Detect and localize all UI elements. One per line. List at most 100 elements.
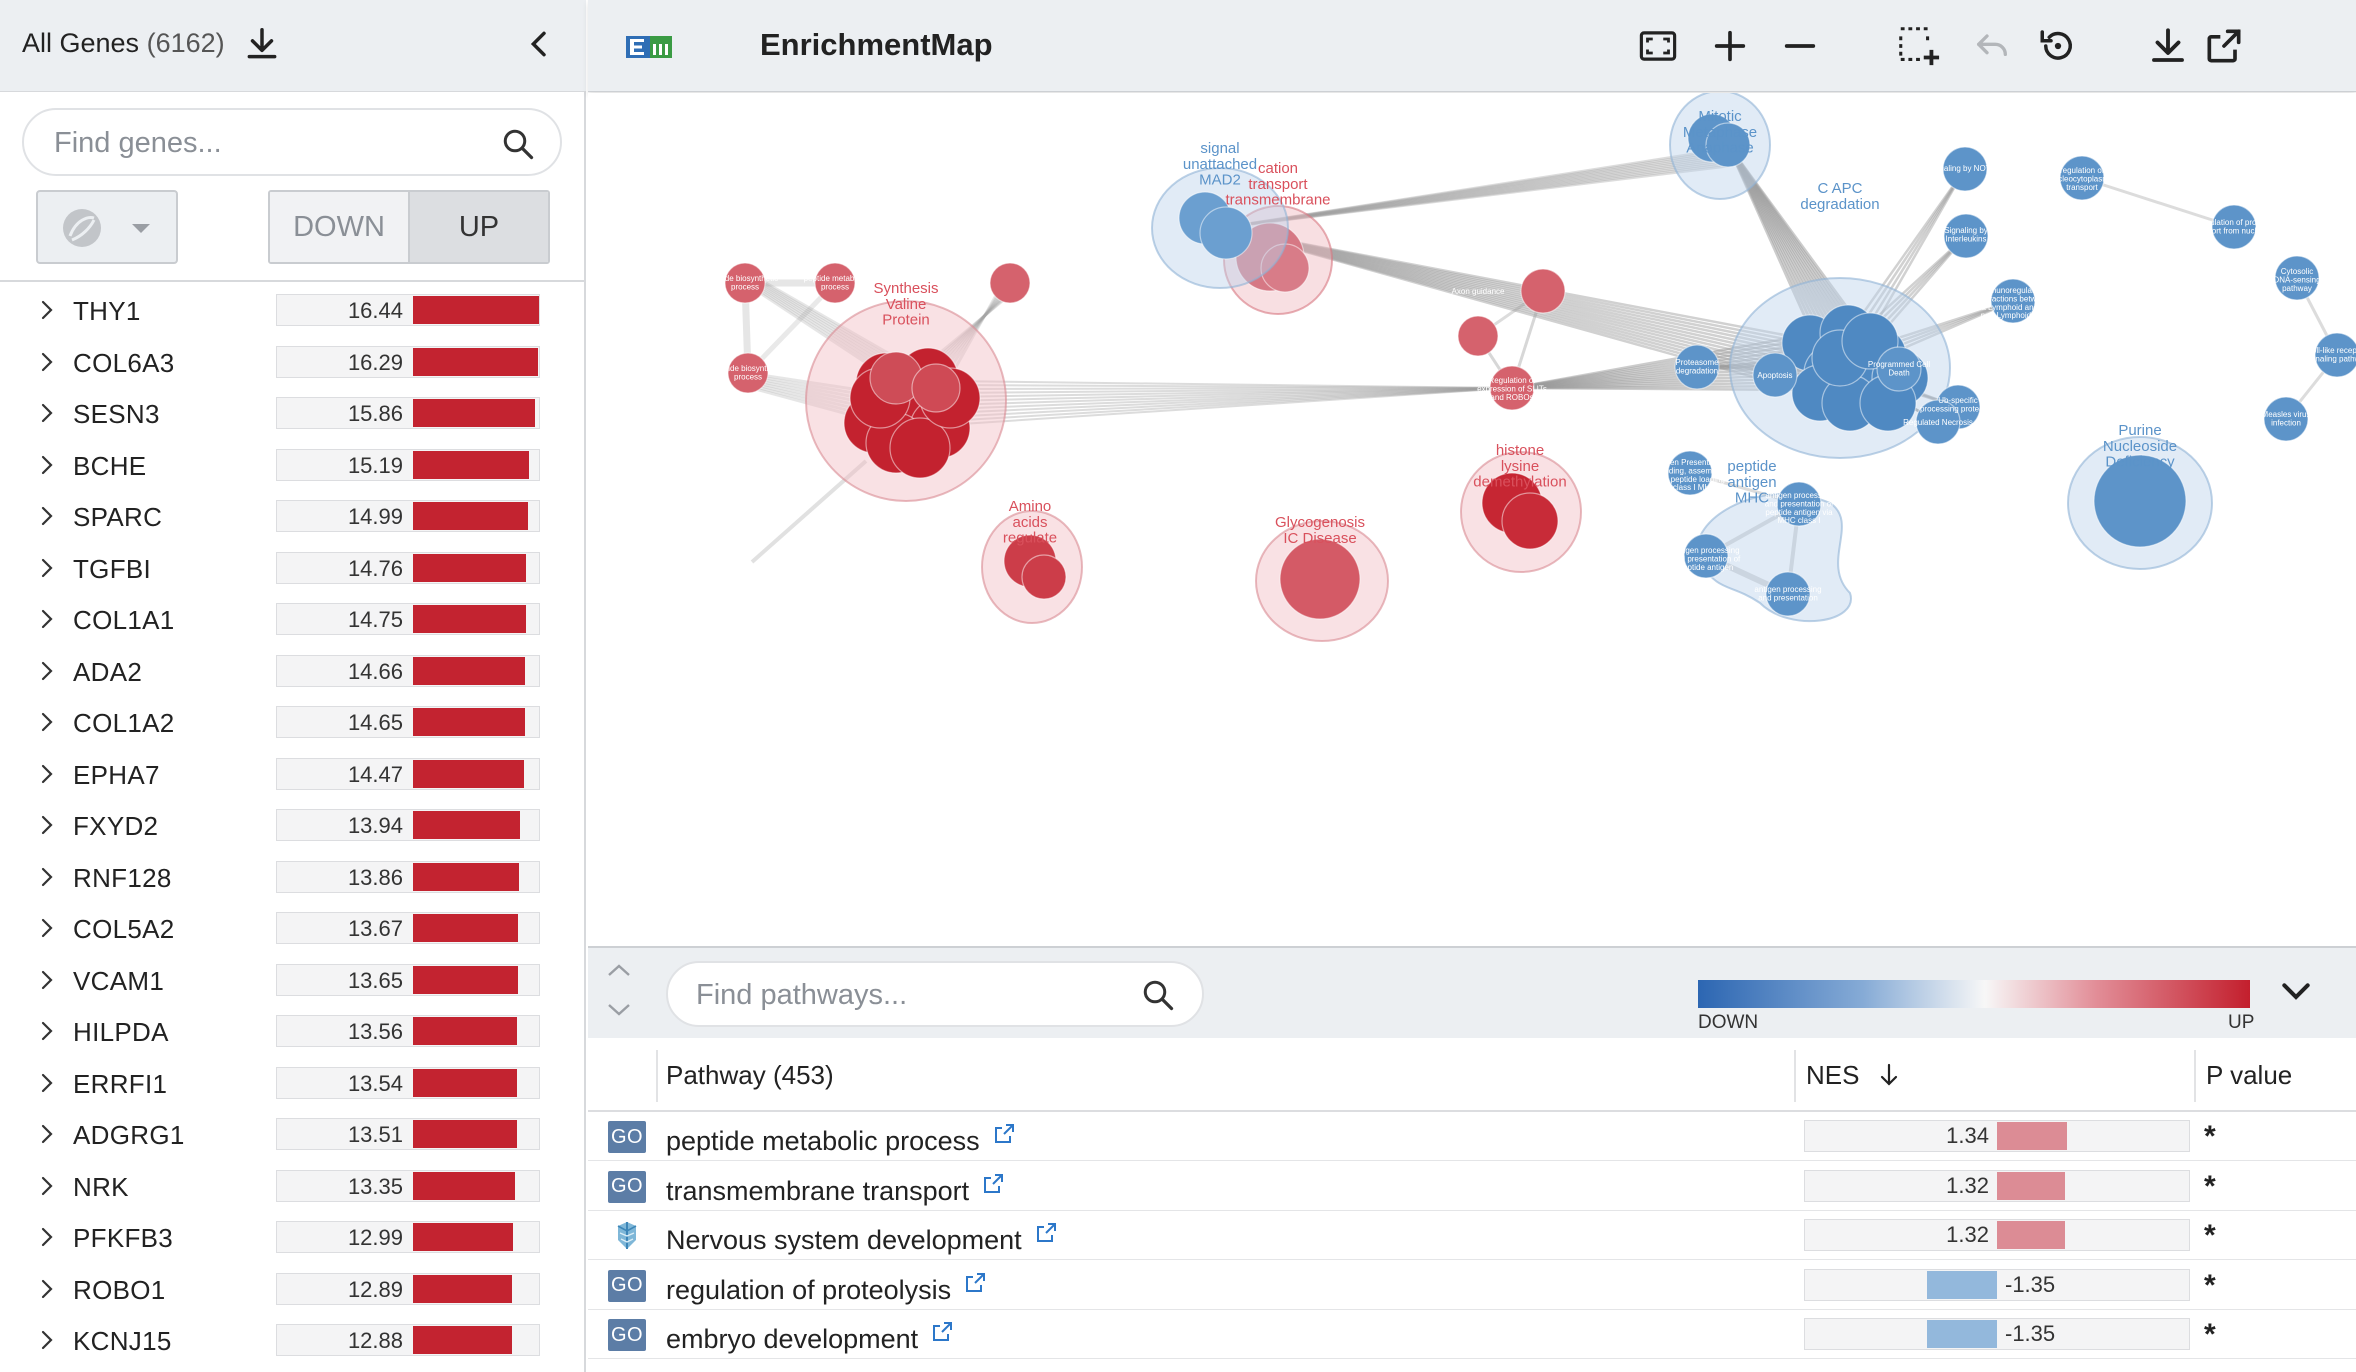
chevron-right-icon[interactable] xyxy=(36,606,58,632)
network-node[interactable] xyxy=(1915,399,1961,445)
pathway-name[interactable]: Nervous system development xyxy=(666,1221,1058,1256)
chevron-right-icon[interactable] xyxy=(36,1121,58,1147)
chevron-right-icon[interactable] xyxy=(36,1018,58,1044)
network-node[interactable] xyxy=(1520,268,1566,314)
restore-icon[interactable] xyxy=(2034,22,2082,70)
box-select-icon[interactable] xyxy=(1894,22,1942,70)
chevron-right-icon[interactable] xyxy=(36,967,58,993)
pathway-search-box[interactable] xyxy=(666,961,1204,1027)
network-node[interactable] xyxy=(1489,365,1535,411)
network-node[interactable] xyxy=(814,262,856,304)
chevron-right-icon[interactable] xyxy=(36,1224,58,1250)
network-node[interactable] xyxy=(2093,454,2187,548)
network-node[interactable] xyxy=(1776,481,1822,527)
zoom-in-icon[interactable] xyxy=(1706,22,1754,70)
network-node[interactable] xyxy=(1752,352,1798,398)
network-node[interactable] xyxy=(1457,315,1499,357)
network-node[interactable] xyxy=(989,262,1031,304)
search-icon[interactable] xyxy=(500,126,536,167)
download-icon[interactable] xyxy=(2144,22,2192,70)
gene-search-box[interactable] xyxy=(22,108,562,176)
network-node[interactable] xyxy=(727,352,769,394)
external-link-icon[interactable] xyxy=(981,1172,1005,1196)
chevron-right-icon[interactable] xyxy=(36,915,58,941)
chevron-right-icon[interactable] xyxy=(36,297,58,323)
chevron-right-icon[interactable] xyxy=(36,555,58,581)
chevron-right-icon[interactable] xyxy=(36,658,58,684)
network-node[interactable] xyxy=(1501,492,1559,550)
fit-screen-icon[interactable] xyxy=(1634,22,1682,70)
network-node[interactable] xyxy=(1705,122,1751,168)
pathway-name[interactable]: peptide metabolic process xyxy=(666,1122,1016,1157)
pathway-column-header[interactable]: Pathway (453) xyxy=(666,1060,834,1090)
nes-column-header[interactable]: NES xyxy=(1806,1060,1901,1091)
network-node[interactable] xyxy=(2263,396,2309,442)
chevron-right-icon[interactable] xyxy=(36,452,58,478)
network-node[interactable] xyxy=(1942,146,1988,192)
collapse-table-icon[interactable] xyxy=(2276,972,2316,1012)
zoom-out-icon[interactable] xyxy=(1776,22,1824,70)
network-node[interactable] xyxy=(889,417,951,479)
chevron-right-icon[interactable] xyxy=(36,1327,58,1353)
cluster-region[interactable] xyxy=(1696,492,1852,623)
pathway-name[interactable]: transmembrane transport xyxy=(666,1172,1005,1207)
network-node[interactable] xyxy=(1990,278,2036,324)
chevron-right-icon[interactable] xyxy=(36,1276,58,1302)
chevron-right-icon[interactable] xyxy=(36,1070,58,1096)
network-node[interactable] xyxy=(724,262,766,304)
download-genes-icon[interactable] xyxy=(240,22,284,66)
undo-icon[interactable] xyxy=(1968,22,2016,70)
pathway-search-input[interactable] xyxy=(696,975,1126,1015)
toggle-down-button[interactable]: DOWN xyxy=(270,192,408,262)
network-node[interactable] xyxy=(911,363,961,413)
external-link-icon[interactable] xyxy=(930,1320,954,1344)
network-node[interactable] xyxy=(2211,204,2257,250)
direction-toggle[interactable]: DOWN UP xyxy=(268,190,550,264)
network-node[interactable] xyxy=(2274,255,2320,301)
chevron-right-icon[interactable] xyxy=(36,349,58,375)
external-link-icon[interactable] xyxy=(992,1122,1016,1146)
network-node[interactable] xyxy=(1876,346,1922,392)
chevron-right-icon[interactable] xyxy=(36,864,58,890)
network-node[interactable] xyxy=(2059,155,2105,201)
network-node[interactable] xyxy=(1279,538,1361,620)
network-node[interactable] xyxy=(1943,213,1989,259)
gene-search-input[interactable] xyxy=(54,122,494,164)
network-node[interactable] xyxy=(2314,332,2356,378)
chevron-right-icon[interactable] xyxy=(36,761,58,787)
network-node[interactable] xyxy=(1199,206,1253,260)
network-node[interactable] xyxy=(1674,344,1720,390)
external-link-icon[interactable] xyxy=(963,1271,987,1295)
network-node[interactable] xyxy=(1667,450,1713,496)
chevron-right-icon[interactable] xyxy=(36,812,58,838)
network-node[interactable] xyxy=(1765,571,1811,617)
network-node[interactable] xyxy=(1683,533,1729,579)
chevron-right-icon[interactable] xyxy=(36,1173,58,1199)
pathway-name[interactable]: regulation of proteolysis xyxy=(666,1271,987,1306)
pathway-name[interactable]: embryo development xyxy=(666,1320,954,1355)
